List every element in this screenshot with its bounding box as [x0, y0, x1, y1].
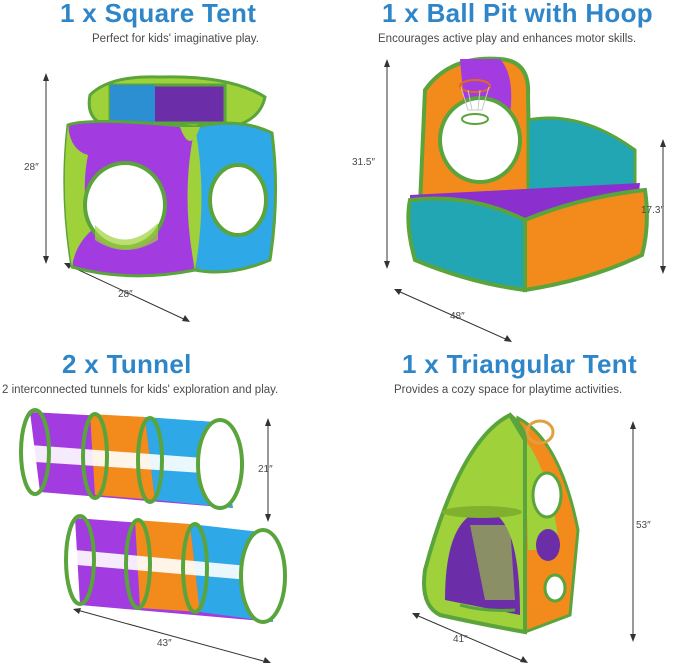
ball-pit-panel-height-label: 17.3″ — [641, 205, 665, 216]
tunnel-length-label: 43″ — [157, 638, 172, 649]
square-tent-width-label: 28″ — [118, 289, 133, 300]
square-tent-height-label: 28″ — [24, 162, 39, 173]
ball-pit-height-label: 31.5″ — [352, 157, 376, 168]
square-tent-title: 1 x Square Tent — [60, 0, 257, 28]
tunnel-title: 2 x Tunnel — [62, 349, 192, 379]
ball-pit-image — [384, 56, 666, 342]
tunnel-image — [19, 408, 287, 663]
square-tent-image — [43, 73, 278, 322]
triangular-tent-title: 1 x Triangular Tent — [402, 349, 637, 379]
ball-pit-title: 1 x Ball Pit with Hoop — [382, 0, 653, 28]
triangular-tent-subtitle: Provides a cozy space for playtime activ… — [394, 384, 623, 396]
tunnel-subtitle: 2 interconnected tunnels for kids' explo… — [2, 384, 279, 396]
ball-pit-subtitle: Encourages active play and enhances moto… — [378, 33, 637, 45]
triangular-tent-width-label: 41″ — [453, 634, 468, 645]
triangular-tent-height-label: 53″ — [636, 520, 651, 531]
tunnel-height-label: 21″ — [258, 464, 273, 475]
square-tent-subtitle: Perfect for kids' imaginative play. — [92, 33, 259, 45]
triangular-tent-image — [412, 412, 636, 663]
ball-pit-width-label: 48″ — [450, 311, 465, 322]
